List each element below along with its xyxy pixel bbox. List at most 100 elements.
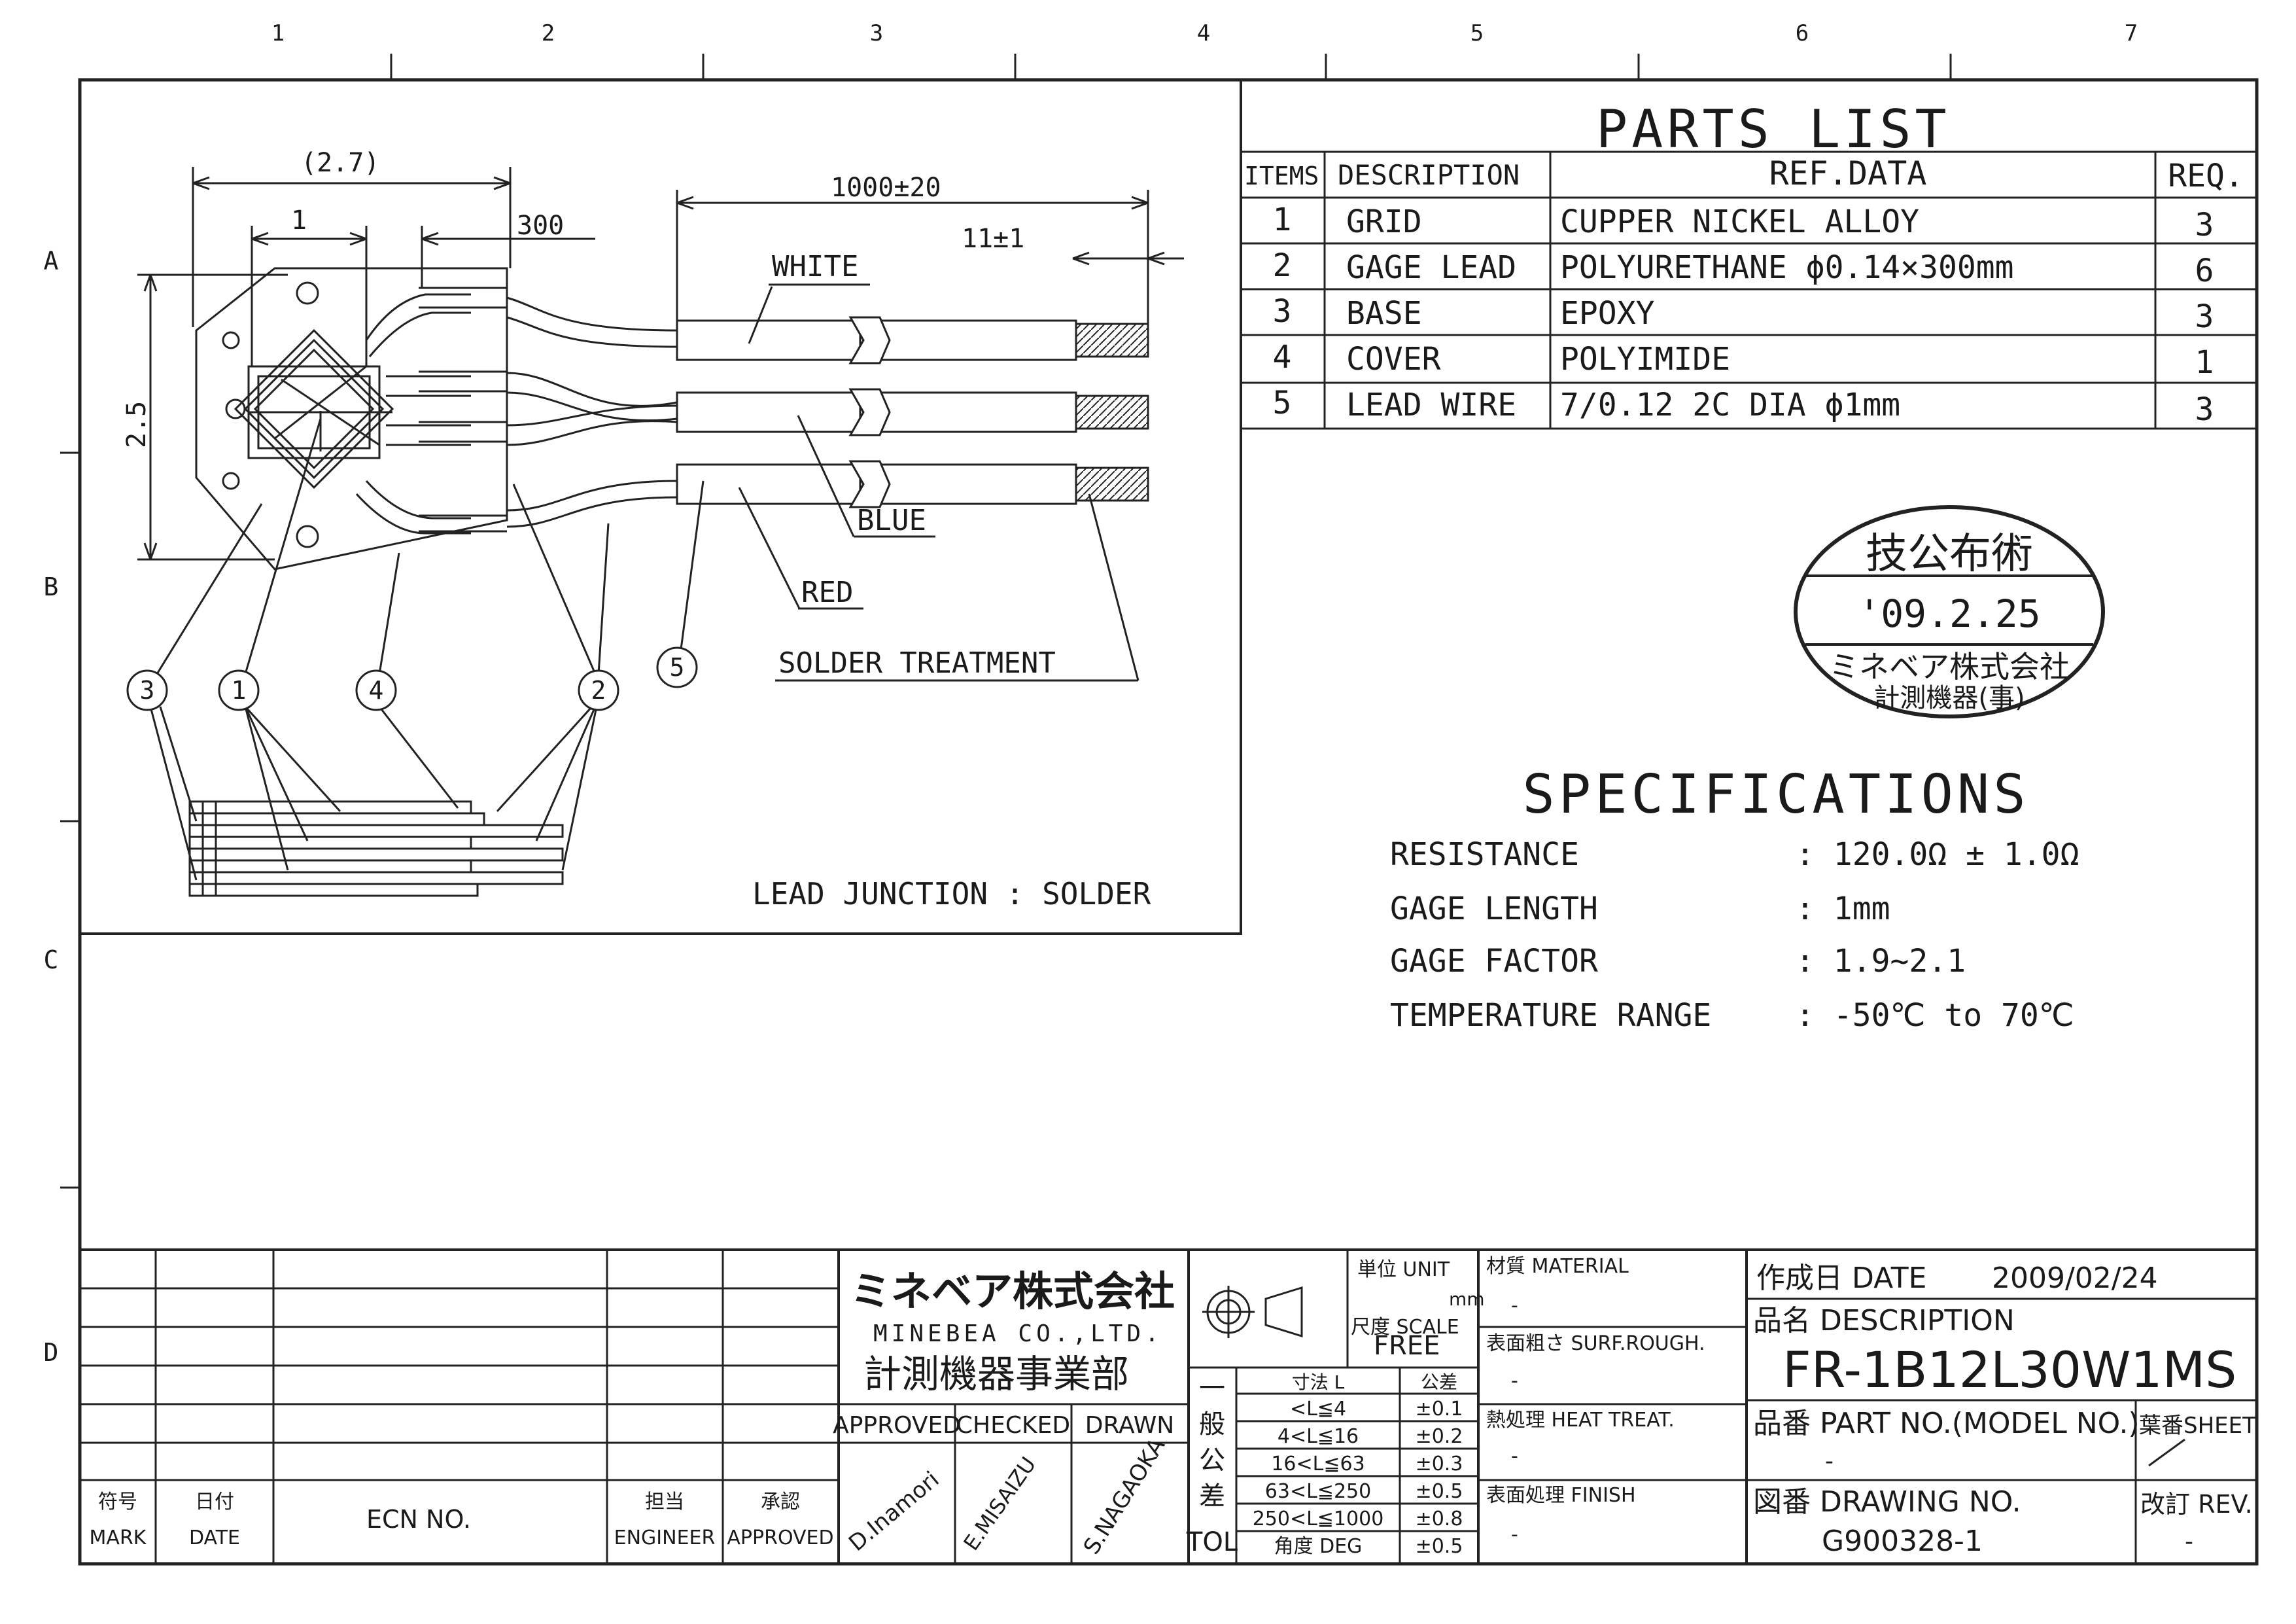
specifications-title: SPECIFICATIONS (1522, 764, 2029, 826)
rev-date-en: DATE (189, 1527, 240, 1549)
parts-list-grid (1241, 150, 2257, 430)
callout-4: 4 (355, 669, 397, 711)
date-label: 作成日 DATE (1756, 1262, 1926, 1295)
spec-item: GAGE FACTOR : 1.9~2.1 (1390, 943, 1966, 980)
wire-blue-label: BLUE (857, 504, 926, 537)
parts-list-title: PARTS LIST (1596, 99, 1951, 160)
rev-date-jp: 日付 (195, 1491, 234, 1513)
callout-5-label: 5 (670, 653, 685, 682)
solder-treatment-label: SOLDER TREATMENT (778, 646, 1056, 680)
part-number-value: - (1825, 1448, 1834, 1475)
spec-label: GAGE FACTOR (1390, 943, 1598, 980)
tol-value: ±0.5 (1416, 1535, 1463, 1558)
zone-col-6: 6 (1796, 20, 1809, 46)
parts-row: 1 GRID CUPPER NICKEL ALLOY 3 (1273, 202, 2214, 243)
wire-white-jacket-a (676, 319, 861, 361)
zone-col-4: 4 (1197, 20, 1210, 46)
material-block: 材質 MATERIAL - 表面粗さ SURF.ROUGH. - 熱処理 HEA… (1486, 1255, 1705, 1546)
spec-item: RESISTANCE : 120.0Ω ± 1.0Ω (1390, 836, 2079, 873)
scale-value: FREE (1374, 1331, 1440, 1361)
unit-label: 単位 UNIT (1357, 1258, 1450, 1281)
tolerance-row: 250<L≦1000 ±0.8 (1253, 1508, 1463, 1530)
drawn-label: DRAWN (1085, 1412, 1174, 1439)
date-value: 2009/02/24 (1992, 1262, 2158, 1295)
wire-blue-strands (1075, 395, 1149, 430)
rev-mark-en: MARK (90, 1527, 147, 1549)
parts-row: 5 LEAD WIRE 7/0.12 2C DIA ϕ1mm 3 (1273, 385, 2214, 428)
layer-cross-section (188, 800, 564, 897)
tol-value: ±0.2 (1416, 1425, 1463, 1448)
scale-label: 尺度 SCALE (1351, 1316, 1459, 1339)
checked-label: CHECKED (956, 1412, 1070, 1439)
company-name-en: MINEBEA CO.,LTD. (873, 1320, 1163, 1347)
callout-5: 5 (656, 646, 698, 688)
wire-red-jacket-b (878, 463, 1077, 505)
zone-col-7: 7 (2125, 20, 2138, 46)
wire-red-strands (1075, 467, 1149, 502)
zone-column-labels: 1 2 3 4 5 6 7 (271, 20, 2138, 46)
spec-value: : -50℃ to 70℃ (1796, 997, 2074, 1034)
spec-value: : 120.0Ω ± 1.0Ω (1796, 836, 2079, 873)
description-value: FR-1B12L30W1MS (1783, 1341, 2236, 1399)
tol-head-size: 寸法 L (1292, 1371, 1345, 1393)
approved-label: APPROVED (833, 1412, 961, 1439)
tolerance-row: <L≦4 ±0.1 (1290, 1398, 1463, 1421)
tol-side-3: 公 (1199, 1445, 1225, 1475)
part-number-label: 品番 PART NO.(MODEL NO.) (1753, 1407, 2140, 1440)
wire-color-leaders (738, 283, 935, 610)
parts-req: 3 (2195, 298, 2214, 335)
wire-blue-jacket-a (676, 391, 861, 433)
tol-head-tolerance: 公差 (1421, 1371, 1457, 1393)
drawing-number-value: G900328-1 (1822, 1525, 1983, 1558)
parts-refdata: CUPPER NICKEL ALLOY (1560, 203, 1919, 240)
specifications-list: RESISTANCE : 120.0Ω ± 1.0Ω GAGE LENGTH :… (1390, 836, 2079, 1034)
wire-break-marks (848, 316, 891, 508)
callout-4-label: 4 (369, 676, 384, 705)
spec-value: : 1.9~2.1 (1796, 943, 1966, 980)
tol-value: ±0.1 (1416, 1398, 1463, 1421)
drawing-number-label: 図番 DRAWING NO. (1753, 1485, 2021, 1519)
rev-approved-en: APPROVED (727, 1527, 833, 1549)
zone-col-2: 2 (542, 20, 555, 46)
finish-label: 表面処理 FINISH (1486, 1484, 1636, 1507)
callout-3-label: 3 (140, 676, 155, 705)
parts-list-header: ITEMS DESCRIPTION REF.DATA REQ. (1244, 154, 2244, 194)
parts-header-refdata: REF.DATA (1769, 154, 1927, 192)
tol-value: ±0.8 (1416, 1508, 1463, 1530)
drawn-signature: S.NAGAOKA (1079, 1434, 1171, 1559)
callout-2-label: 2 (591, 676, 606, 705)
strain-gauge-body (195, 267, 508, 571)
dim-strip-label: 11±1 (962, 224, 1024, 254)
tol-range: <L≦4 (1290, 1398, 1346, 1421)
parts-item: 4 (1273, 339, 1292, 376)
tolerance-table: <L≦4 ±0.1 4<L≦16 ±0.2 16<L≦63 ±0.3 63<L≦… (1253, 1398, 1463, 1558)
company-name-jp: ミネベア株式会社 (850, 1267, 1175, 1315)
parts-req: 1 (2195, 344, 2214, 381)
parts-description: GAGE LEAD (1346, 249, 1516, 286)
parts-header-description: DESCRIPTION (1338, 159, 1520, 191)
parts-req: 3 (2195, 207, 2214, 243)
parts-header-req: REQ. (2168, 158, 2244, 194)
zone-row-labels: A B C D (44, 247, 59, 1367)
parts-req: 6 (2195, 253, 2214, 289)
parts-item: 3 (1273, 293, 1292, 330)
dim-height-label: 2.5 (122, 401, 152, 448)
parts-req: 3 (2195, 391, 2214, 428)
zone-col-1: 1 (271, 20, 285, 46)
tolerance-row: 角度 DEG ±0.5 (1274, 1535, 1463, 1558)
revision-value: - (2185, 1528, 2193, 1555)
unit-value: mm (1449, 1288, 1485, 1310)
parts-header-items: ITEMS (1244, 162, 1319, 190)
dim-width-label: (2.7) (301, 148, 379, 178)
surface-value: - (1511, 1369, 1518, 1392)
description-label: 品名 DESCRIPTION (1753, 1304, 2015, 1337)
approved-signature: D.Inamori (844, 1466, 944, 1557)
tol-side-1: 一 (1199, 1373, 1225, 1403)
parts-item: 1 (1273, 202, 1292, 238)
parts-list-rows: 1 GRID CUPPER NICKEL ALLOY 3 2 GAGE LEAD… (1273, 202, 2214, 428)
zone-row-b: B (44, 573, 59, 601)
stamp-date: '09.2.25 (1858, 591, 2040, 636)
revision-block: 符号 MARK 日付 DATE ECN NO. 担当 ENGINEER 承認 A… (90, 1491, 834, 1549)
general-tolerance-side-label: 一 般 公 差 TOL (1186, 1373, 1238, 1557)
